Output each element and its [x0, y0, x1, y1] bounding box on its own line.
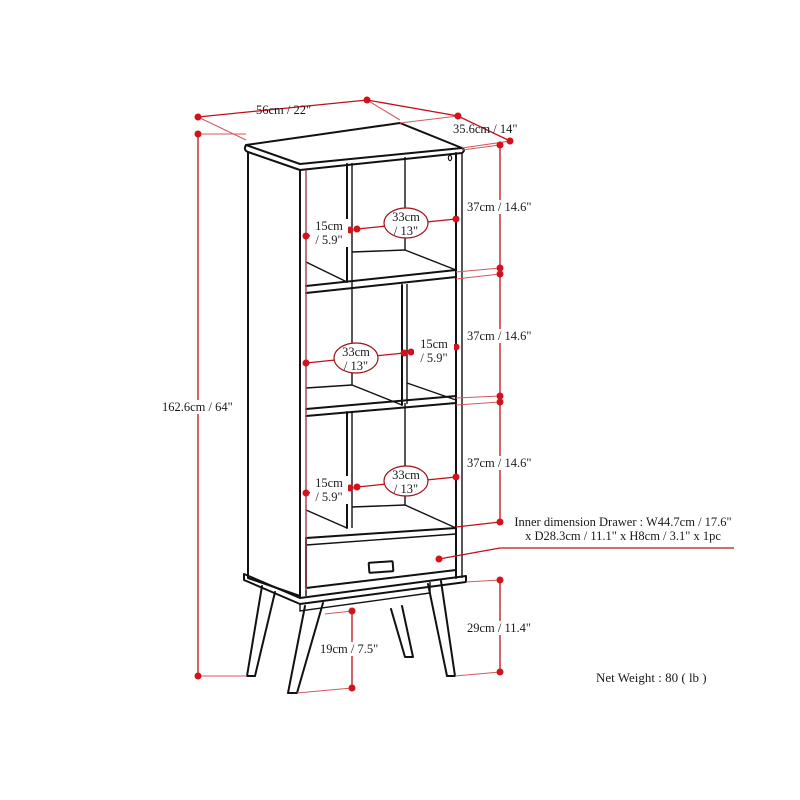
top-panel — [245, 122, 463, 165]
base-plinth — [243, 573, 467, 605]
cubby-row3-narrow-label: 15cm / 5.9" — [310, 476, 348, 504]
leg-back-right — [390, 605, 414, 658]
drawer-front — [305, 527, 457, 589]
leg-front-right — [427, 580, 456, 677]
width-dimension-line — [197, 99, 368, 118]
shelf-height-3-label: 37cm / 14.6" — [467, 456, 532, 470]
net-weight-label: Net Weight : 80 ( lb ) — [596, 670, 707, 685]
shelf-1 — [305, 269, 457, 294]
width-label: 56cm / 22" — [256, 103, 312, 117]
depth-dimension-line — [366, 99, 459, 117]
height-label: 162.6cm / 64" — [162, 400, 233, 414]
leg-back-left — [246, 585, 276, 677]
dimension-lines — [194, 96, 734, 694]
shelf-2 — [305, 395, 457, 417]
label-ellipse — [333, 342, 379, 374]
keyhole-icon — [447, 154, 453, 162]
bookcase-drawing — [243, 122, 467, 694]
top-panel-edge — [243, 144, 465, 171]
cubby-row1-wide-label: 33cm / 13" — [392, 210, 420, 238]
label-ellipse — [383, 465, 429, 497]
drawer-inner-dimension-note: Inner dimension Drawer : W44.7cm / 17.6"… — [514, 515, 732, 543]
leg-height-label: 29cm / 11.4" — [467, 621, 532, 635]
cubby-row2-narrow-label: 15cm / 5.9" — [414, 337, 454, 365]
cubby-row3-wide-label: 33cm / 13" — [392, 468, 420, 496]
leg-front-left — [287, 602, 324, 694]
label-ellipse — [383, 207, 429, 239]
left-side-panel — [247, 151, 301, 597]
depth-label: 35.6cm / 14" — [453, 122, 518, 136]
shelf-height-2-label: 37cm / 14.6" — [467, 329, 532, 343]
drawer-handle-icon — [367, 560, 395, 574]
cubby-row1-narrow-label: 15cm / 5.9" — [310, 219, 348, 247]
shelf-height-1-label: 37cm / 14.6" — [467, 200, 532, 214]
ground-clearance-label: 19cm / 7.5" — [320, 642, 379, 656]
cubby-row2-wide-label: 33cm / 13" — [342, 345, 370, 373]
